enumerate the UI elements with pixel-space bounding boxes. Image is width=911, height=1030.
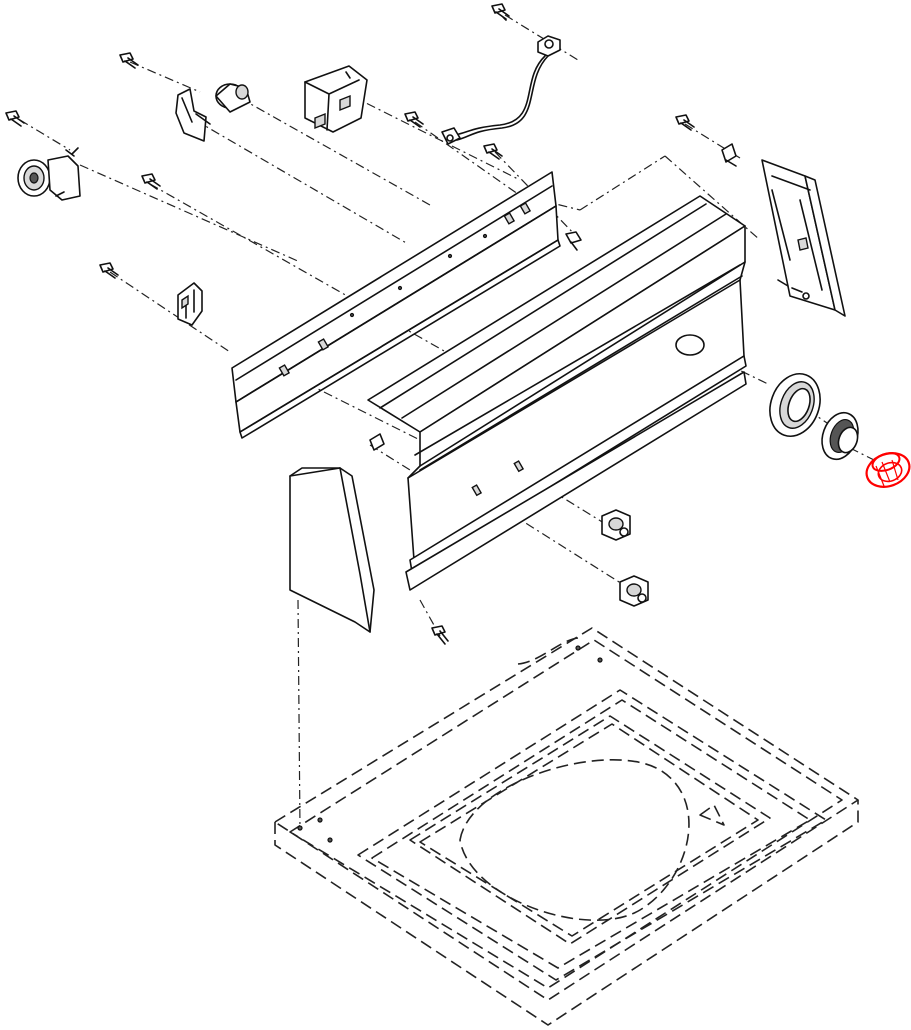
screw-icon <box>431 625 449 645</box>
knob-bezel-icon <box>821 411 859 461</box>
screw-icon <box>99 262 119 279</box>
screw-icon <box>675 114 695 131</box>
top-lid-outline <box>274 627 859 1026</box>
knob-seal-icon <box>769 373 821 437</box>
clip-icon <box>721 143 737 167</box>
highlighted-knob-icon <box>865 452 911 488</box>
pressure-switch-icon <box>17 147 81 201</box>
nut-icon <box>601 509 631 541</box>
screw-icon <box>404 111 424 128</box>
end-panel-left <box>289 467 375 633</box>
nut-icon <box>619 575 649 607</box>
timer-bracket-icon <box>304 65 368 133</box>
screw-icon <box>491 3 510 21</box>
timer-motor-icon <box>175 83 251 142</box>
control-panel-plate <box>231 171 561 439</box>
screw-icon <box>483 143 503 160</box>
end-cap-right <box>761 159 846 317</box>
screw-icon <box>141 173 161 190</box>
screw-icon <box>565 231 582 251</box>
backsplash-panel <box>367 195 747 591</box>
screw-icon <box>119 52 139 69</box>
screw-icon <box>5 110 25 127</box>
bracket-icon <box>177 282 203 326</box>
wire-harness-icon <box>441 35 561 145</box>
